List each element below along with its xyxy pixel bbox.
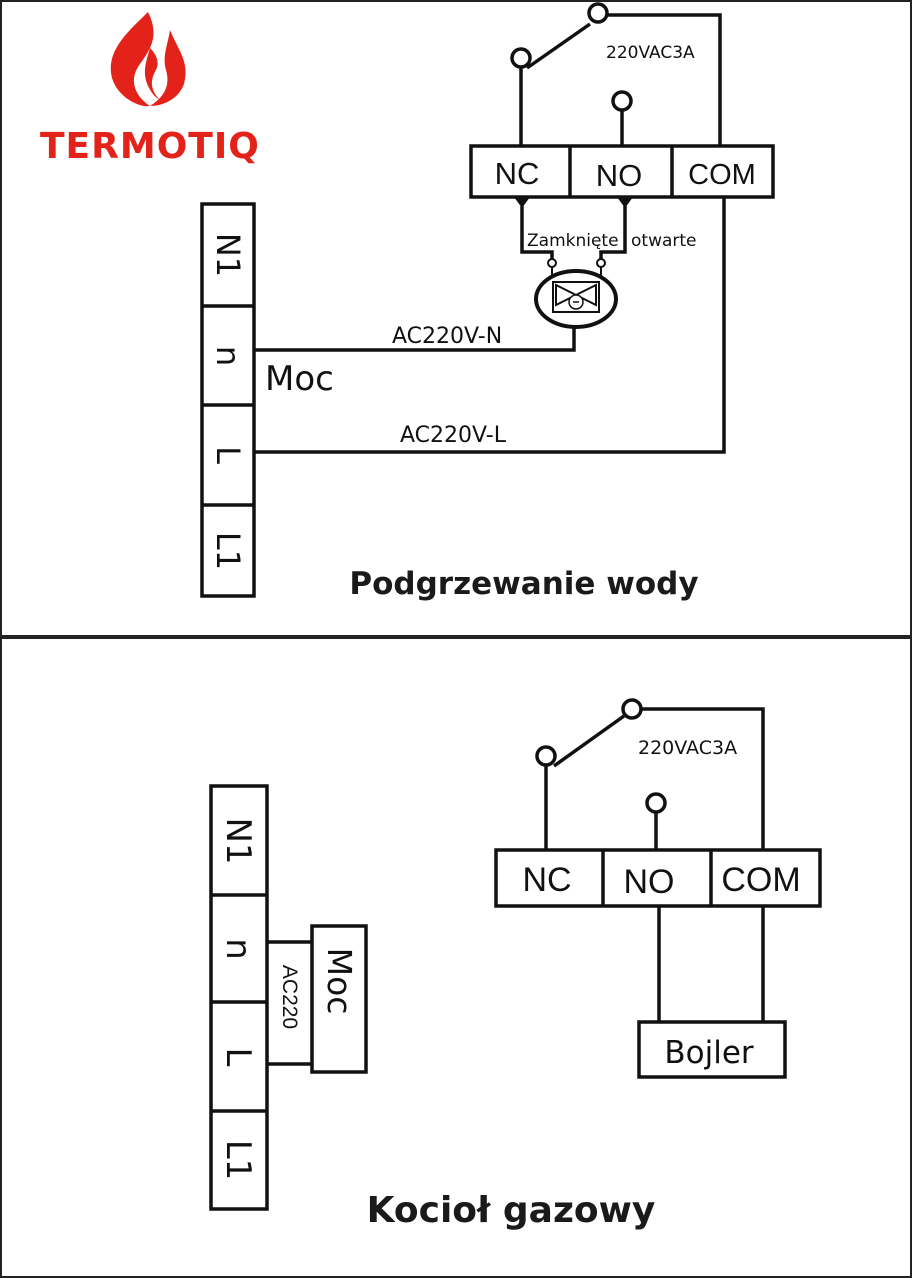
relay-contact-nc-bottom (535, 745, 557, 767)
terminal-nc-top: NC (495, 156, 540, 191)
neutral-wire-label: AC220V-N (392, 324, 502, 349)
terminal-n1-top: N1 (209, 233, 247, 277)
valve-label-closed: Zamknięte (527, 231, 619, 251)
relay-rating-top: 220VAC3A (606, 43, 695, 63)
power-label-top: Moc (265, 359, 334, 399)
no-wire-arrow (617, 197, 633, 208)
terminal-l-top: L (209, 446, 247, 464)
terminal-l1-top: L1 (209, 532, 247, 570)
motorized-valve-icon (534, 267, 618, 329)
terminal-com-top: COM (688, 159, 756, 191)
top-diagram: 220VAC3A NC NO COM Zamknięte otwarte (200, 2, 775, 602)
terminal-nc-bottom: NC (522, 861, 571, 899)
boiler-label: Bojler (664, 1035, 754, 1071)
relay-switch-bottom: 220VAC3A (535, 698, 765, 850)
relay-rating-bottom: 220VAC3A (638, 737, 737, 759)
bottom-diagram: 220VAC3A NC NO COM Bojler N1 n L L1 (209, 698, 822, 1231)
terminal-n-bottom: n (218, 938, 258, 960)
terminal-l-bottom: L (218, 1048, 258, 1067)
neutral-wire (254, 327, 576, 352)
relay-contact-no-bottom (645, 792, 667, 814)
power-supply-box (310, 924, 368, 1074)
relay-terminal-block-top: NC NO COM (469, 144, 775, 199)
terminal-no-bottom: NO (624, 863, 675, 901)
top-diagram-title: Podgrzewanie wody (349, 566, 698, 602)
flame-logo-icon (110, 12, 186, 107)
nc-wire-arrow (514, 197, 530, 208)
thermostat-terminal-strip-top: N1 n L L1 (200, 202, 256, 598)
terminal-com-bottom: COM (721, 861, 800, 899)
brand-logo: TERMOTIQ (40, 12, 260, 167)
bottom-diagram-title: Kocioł gazowy (367, 1190, 656, 1231)
valve-label-open: otwarte (631, 231, 697, 251)
relay-contact-no-top (611, 90, 633, 112)
terminal-n1-bottom: N1 (218, 817, 258, 864)
relay-switch-top: 220VAC3A (510, 2, 722, 146)
power-voltage-label: AC220 (278, 965, 301, 1029)
terminal-no-top: NO (596, 158, 643, 193)
live-wire-label: AC220V-L (400, 423, 507, 448)
brand-name: TERMOTIQ (40, 126, 260, 167)
relay-contact-pivot-bottom (621, 698, 643, 720)
relay-contact-nc-top (510, 47, 532, 69)
power-label-bottom: Moc (320, 948, 359, 1015)
terminal-l1-bottom: L1 (218, 1140, 258, 1181)
live-wire (254, 197, 726, 454)
relay-terminal-block-bottom: NC NO COM (494, 848, 822, 908)
boiler-box (637, 1020, 787, 1079)
relay-contact-pivot-top (587, 2, 609, 24)
thermostat-terminal-strip-bottom: N1 n L L1 (209, 784, 269, 1211)
terminal-n-top: n (209, 346, 247, 366)
